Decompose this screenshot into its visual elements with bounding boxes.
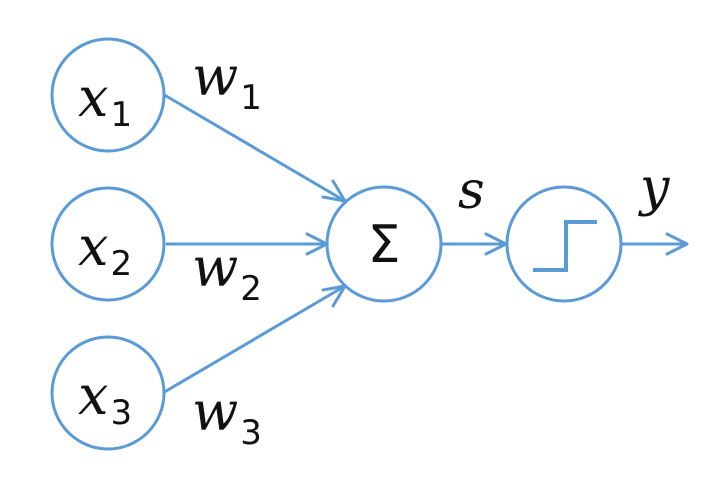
weight-symbol: w (192, 380, 238, 443)
sum-node: Σ (325, 185, 443, 303)
sum-output-label: s (458, 161, 485, 221)
weight-index: 2 (240, 269, 262, 309)
edge-x2-to-sum (166, 232, 329, 256)
input-symbol: x (78, 66, 108, 129)
weight-label-w2: w2 (192, 236, 262, 309)
input-node-x3: x3 (50, 335, 166, 451)
step-function-icon (533, 220, 597, 272)
output-label: y (638, 158, 670, 218)
input-symbol: x (78, 364, 108, 427)
edge-sum-to-activation (441, 232, 508, 256)
weight-index: 1 (240, 78, 262, 118)
svg-text:x1: x1 (78, 66, 132, 135)
input-node-x1: x1 (50, 37, 166, 153)
weight-label-w3: w3 (192, 380, 262, 453)
weight-symbol: w (192, 236, 238, 299)
input-index: 2 (110, 244, 132, 284)
weight-label-w1: w1 (192, 45, 262, 118)
input-index: 1 (110, 95, 132, 135)
svg-text:x2: x2 (78, 215, 132, 284)
sum-symbol: Σ (368, 215, 401, 275)
svg-text:x3: x3 (78, 364, 132, 433)
activation-node (505, 185, 623, 303)
input-symbol: x (78, 215, 108, 278)
input-node-x2: x2 (50, 186, 166, 302)
edge-output (622, 232, 689, 256)
input-index: 3 (110, 393, 132, 433)
weight-index: 3 (240, 413, 262, 453)
weight-symbol: w (192, 45, 238, 108)
